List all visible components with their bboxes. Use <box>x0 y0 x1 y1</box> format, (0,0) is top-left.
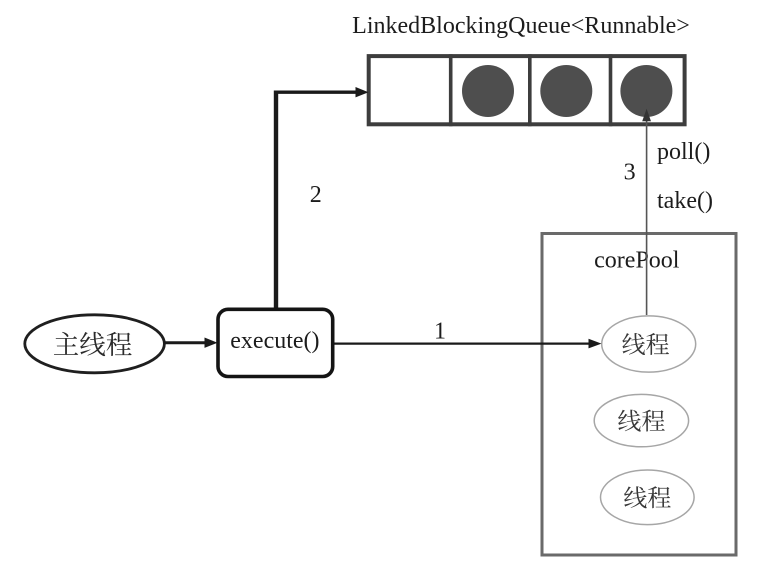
svg-text:poll(): poll() <box>657 139 710 165</box>
svg-text:LinkedBlockingQueue<Runnable>: LinkedBlockingQueue<Runnable> <box>352 13 690 39</box>
svg-text:corePool: corePool <box>594 248 680 274</box>
svg-text:execute(): execute() <box>230 328 319 354</box>
svg-text:2: 2 <box>310 182 322 208</box>
svg-text:1: 1 <box>434 319 446 345</box>
svg-text:3: 3 <box>624 159 636 185</box>
svg-text:take(): take() <box>657 188 713 214</box>
